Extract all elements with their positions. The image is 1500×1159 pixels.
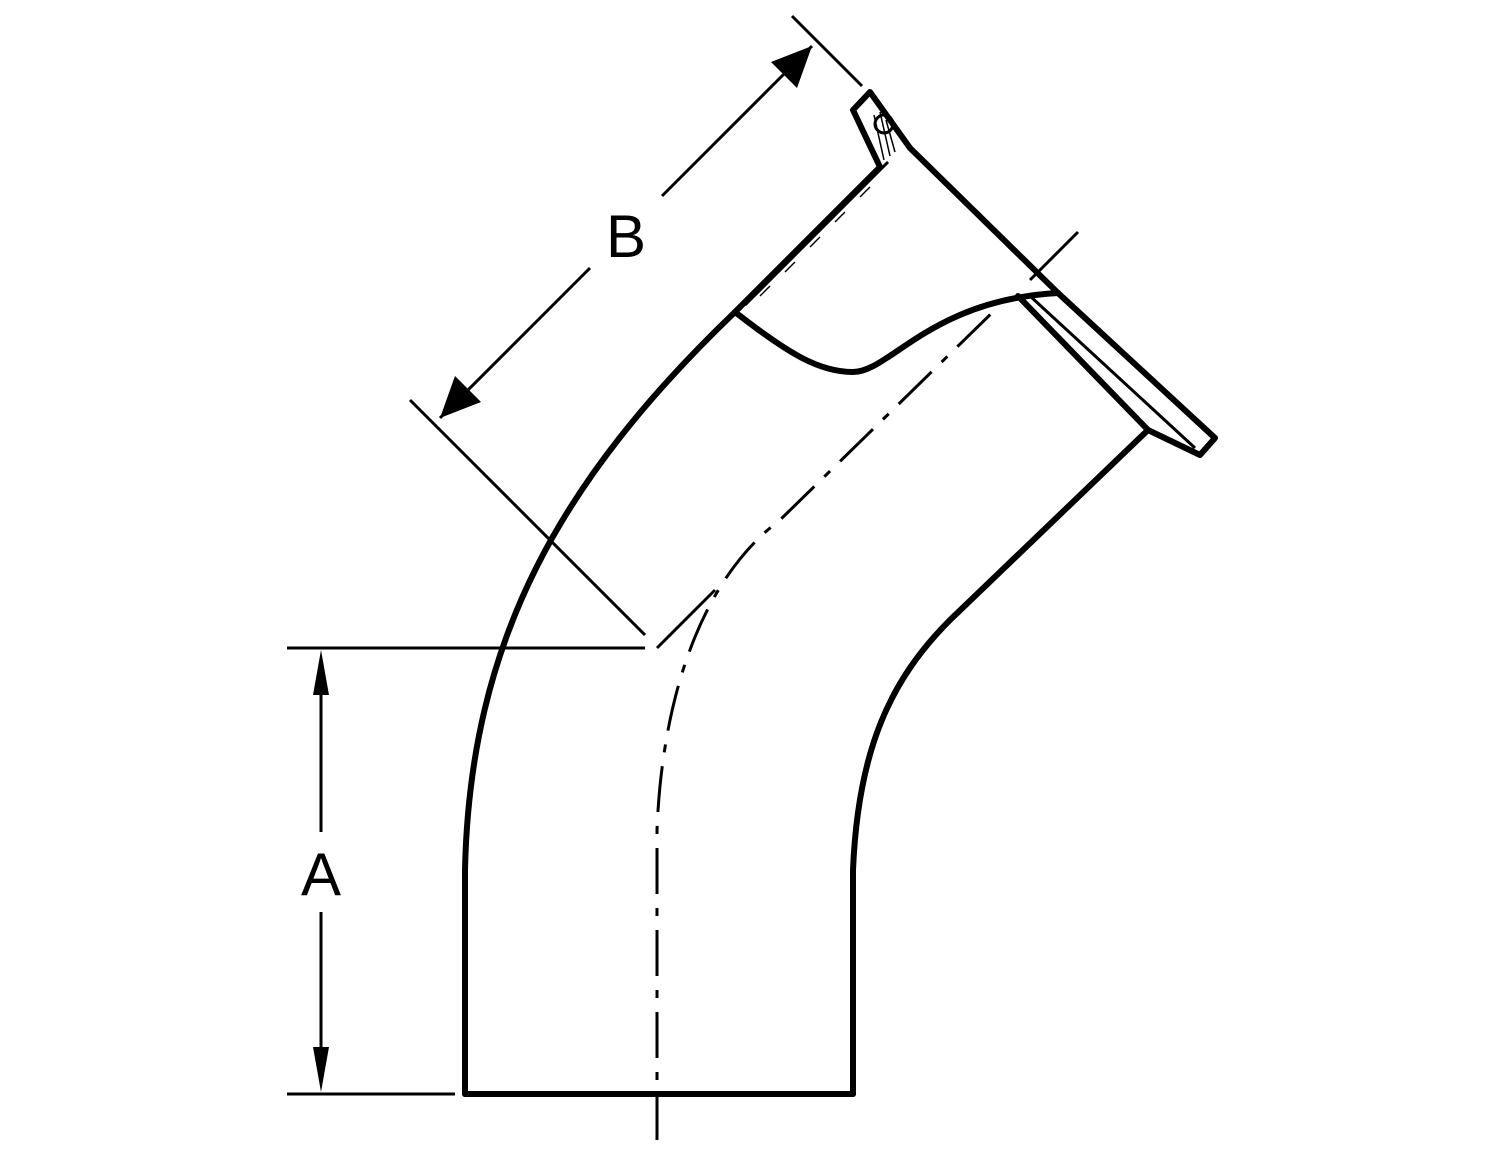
dim-b-flange-tick [1028, 230, 1080, 282]
ferrule-bore-upper [732, 164, 883, 315]
ferrule-hatching [759, 111, 896, 297]
ferrule-lip-upper [850, 89, 913, 170]
centerline [655, 303, 1002, 1140]
dimension-a: A [287, 588, 717, 1096]
dim-b-ext-upper [790, 14, 864, 88]
ferrule-bore-lower-inner [1028, 294, 1197, 450]
ferrule-bore-upper-inner [743, 160, 890, 307]
dim-b-label: B [606, 203, 646, 270]
ferrule-face [907, 145, 1061, 296]
dimension-b: B [408, 14, 1080, 637]
flange-opening-curve [732, 290, 1061, 375]
dim-a-arrow-bottom [313, 1047, 329, 1092]
inner-wall [850, 427, 1151, 1097]
elbow-body [462, 89, 1218, 1097]
ferrule-bore-lower [1015, 290, 1218, 458]
dim-b-arrow-upper [771, 46, 812, 88]
dim-b-arrow-lower [440, 376, 481, 418]
outer-wall [462, 309, 738, 1097]
dim-a-center-tick [655, 588, 717, 650]
dim-a-label: A [301, 841, 341, 908]
dim-a-arrow-top [313, 650, 329, 695]
dim-b-ext-lower [408, 398, 647, 637]
